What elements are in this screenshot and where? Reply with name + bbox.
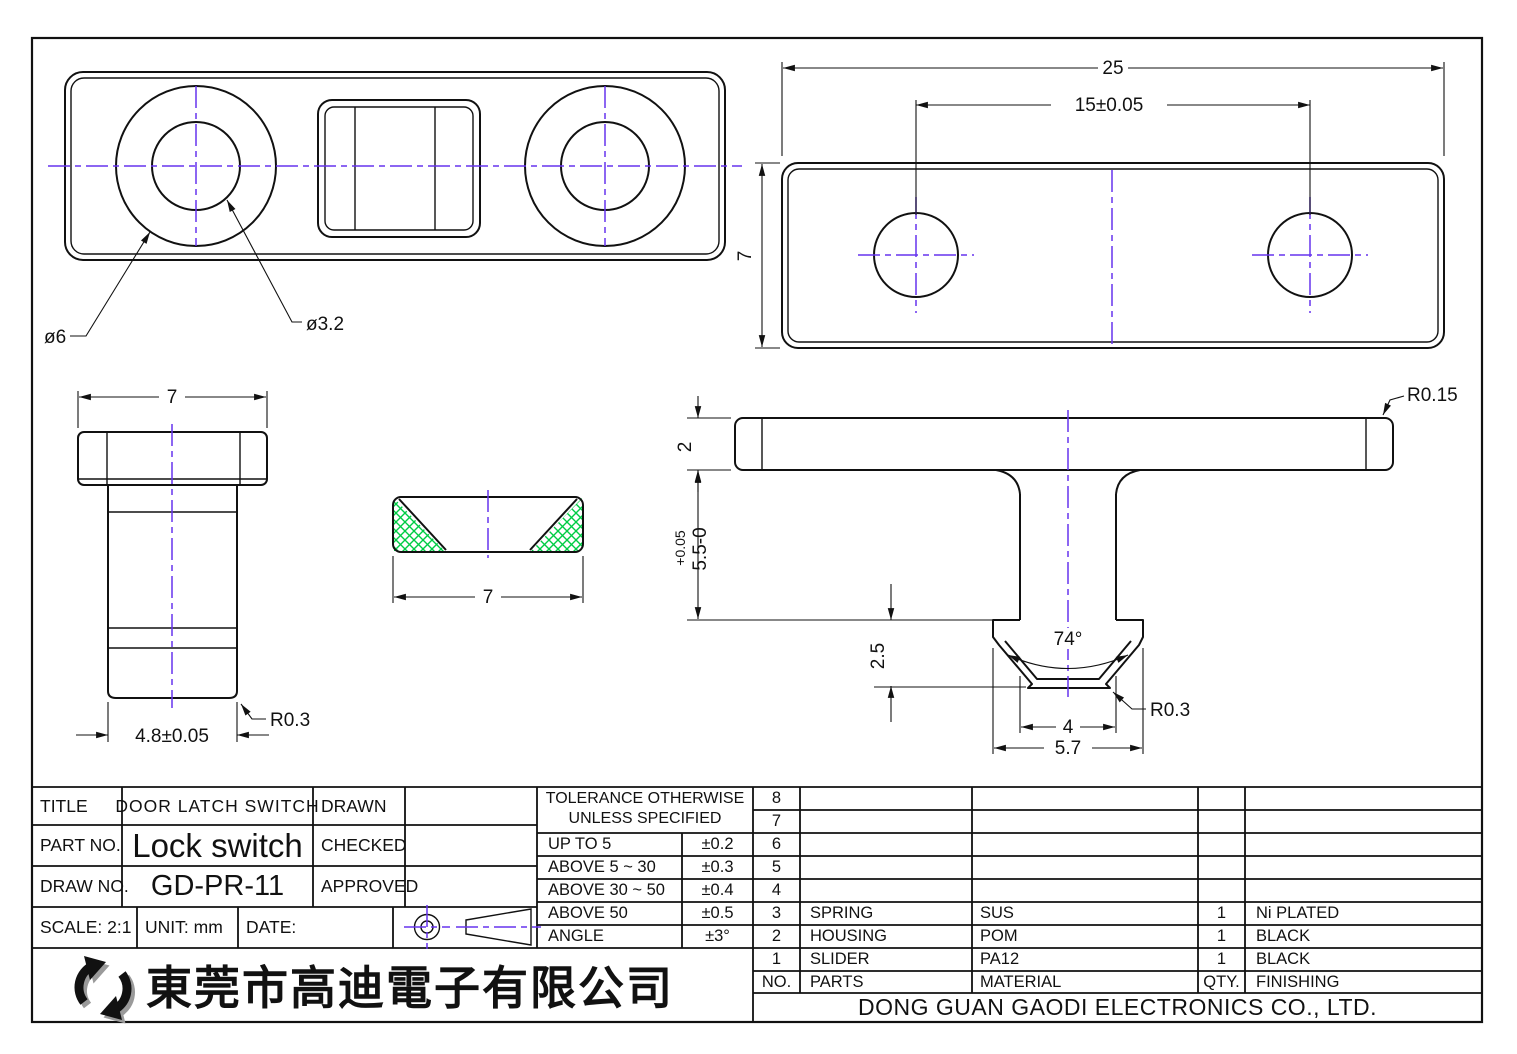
tolerance-header-line1: TOLERANCE OTHERWISE bbox=[545, 790, 745, 807]
top-view: 25 15±0.05 7 bbox=[735, 57, 1445, 349]
dim-head-width: 7 bbox=[167, 387, 178, 408]
date-label: DATE: bbox=[246, 917, 297, 937]
leader-dia6 bbox=[70, 231, 151, 337]
parts-cell-material: POM bbox=[980, 927, 1018, 945]
cross-section-profile: 2 +0.05 5.5-0 2.5 74° 4 5.7 R0.3 R0.15 bbox=[672, 385, 1458, 759]
leader-dia32 bbox=[226, 199, 302, 323]
parts-cell-no: 6 bbox=[771, 835, 782, 853]
tolerance-header-line2: UNLESS SPECIFIED bbox=[568, 810, 722, 827]
dim-stem-height: 5.5-0 bbox=[690, 527, 711, 570]
angle-arc bbox=[1007, 654, 1129, 670]
parts-cell-parts: SPRING bbox=[810, 904, 874, 922]
parts-cell-finishing: Ni PLATED bbox=[1256, 904, 1340, 922]
tolerance-range: ABOVE 30 ~ 50 bbox=[548, 881, 665, 899]
dim-notch-width: 4 bbox=[1063, 717, 1074, 738]
dim-section-width: 7 bbox=[483, 587, 494, 608]
dim-plate-radius: R0.15 bbox=[1407, 385, 1458, 406]
parts-cell-no: 8 bbox=[771, 789, 782, 807]
dim-plate-thickness: 2 bbox=[675, 442, 696, 453]
dim-overall-width: 25 bbox=[1102, 58, 1123, 79]
parts-header-material: MATERIAL bbox=[980, 972, 1062, 991]
approved-label: APPROVED bbox=[321, 876, 419, 896]
title-label: TITLE bbox=[40, 795, 88, 816]
dim-hole-pitch: 15±0.05 bbox=[1075, 95, 1144, 116]
parts-cell-no: 4 bbox=[771, 881, 782, 899]
parts-cell-no: 7 bbox=[771, 812, 782, 830]
dim-notch-depth: 2.5 bbox=[868, 643, 889, 669]
parts-cell-qty: 1 bbox=[1216, 927, 1227, 945]
cross-section-small: 7 bbox=[392, 490, 584, 608]
draw-no-value: GD-PR-11 bbox=[150, 870, 285, 902]
tolerance-range: ABOVE 5 ~ 30 bbox=[548, 858, 656, 876]
parts-header-parts: PARTS bbox=[810, 972, 864, 991]
tolerance-value: ±3° bbox=[705, 927, 730, 945]
leader-r03 bbox=[240, 703, 266, 720]
parts-cell-material: SUS bbox=[980, 904, 1014, 922]
side-view: 7 4.8±0.05 R0.3 bbox=[76, 386, 310, 747]
dim-notch-angle: 74° bbox=[1054, 629, 1083, 650]
sheet-frame bbox=[30, 36, 1484, 1024]
projection-symbol-icon bbox=[404, 905, 541, 949]
draw-no-label: DRAW NO. bbox=[40, 876, 129, 896]
hole-crosshairs bbox=[858, 197, 1368, 313]
parts-cell-qty: 1 bbox=[1216, 904, 1227, 922]
parts-cell-qty: 1 bbox=[1216, 950, 1227, 968]
dim-height: 7 bbox=[735, 251, 756, 262]
title-value: DOOR LATCH SWITCH bbox=[115, 795, 320, 816]
tolerance-range: UP TO 5 bbox=[548, 835, 612, 853]
dim-stem-tol-plus: +0.05 bbox=[672, 530, 688, 566]
dim-corner-radius: R0.3 bbox=[1150, 700, 1190, 721]
tolerance-value: ±0.5 bbox=[701, 904, 734, 922]
centerline-vertical bbox=[195, 86, 606, 246]
parts-cell-no: 3 bbox=[771, 904, 782, 922]
company-logo bbox=[74, 956, 135, 1024]
company-name-cn: 東莞市高迪電子有限公司 bbox=[146, 962, 674, 1014]
dim-corner-radius: R0.3 bbox=[270, 710, 310, 731]
dim-shaft-width: 4.8±0.05 bbox=[135, 726, 209, 747]
parts-cell-parts: HOUSING bbox=[810, 927, 888, 945]
parts-header-no: NO. bbox=[761, 972, 792, 991]
parts-cell-no: 2 bbox=[771, 927, 782, 945]
tolerance-value: ±0.2 bbox=[701, 835, 734, 853]
unit-label: UNIT: mm bbox=[145, 917, 223, 937]
parts-cell-material: PA12 bbox=[980, 950, 1020, 968]
parts-cell-finishing: BLACK bbox=[1256, 927, 1311, 945]
leader-r03 bbox=[1112, 691, 1146, 710]
checked-label: CHECKED bbox=[321, 835, 407, 855]
company-name-en: DONG GUAN GAODI ELECTRONICS CO., LTD. bbox=[857, 994, 1378, 1020]
front-view: ø6 ø3.2 bbox=[44, 71, 742, 348]
tolerance-range: ABOVE 50 bbox=[548, 904, 628, 922]
part-no-label: PART NO. bbox=[40, 835, 121, 855]
tolerance-range: ANGLE bbox=[548, 927, 604, 945]
tolerance-value: ±0.3 bbox=[701, 858, 734, 876]
parts-cell-parts: SLIDER bbox=[810, 950, 870, 968]
leader-r015 bbox=[1382, 395, 1405, 416]
dim-hole-inner-dia: ø3.2 bbox=[306, 314, 344, 335]
table-grid bbox=[32, 786, 1482, 1022]
dim-hole-outer-dia: ø6 bbox=[44, 327, 66, 348]
dim-foot-width: 5.7 bbox=[1055, 738, 1081, 759]
part-no-value: Lock switch bbox=[132, 826, 303, 864]
hatch-right bbox=[531, 498, 582, 551]
parts-header-qty: QTY. bbox=[1203, 972, 1240, 991]
hatch-left bbox=[394, 498, 445, 551]
parts-header-finishing: FINISHING bbox=[1256, 972, 1340, 991]
parts-cell-no: 5 bbox=[771, 858, 782, 876]
scale-label: SCALE: 2:1 bbox=[40, 917, 132, 937]
tolerance-value: ±0.4 bbox=[701, 881, 734, 899]
parts-cell-no: 1 bbox=[771, 950, 782, 968]
parts-cell-finishing: BLACK bbox=[1256, 950, 1311, 968]
drawn-label: DRAWN bbox=[321, 795, 387, 816]
